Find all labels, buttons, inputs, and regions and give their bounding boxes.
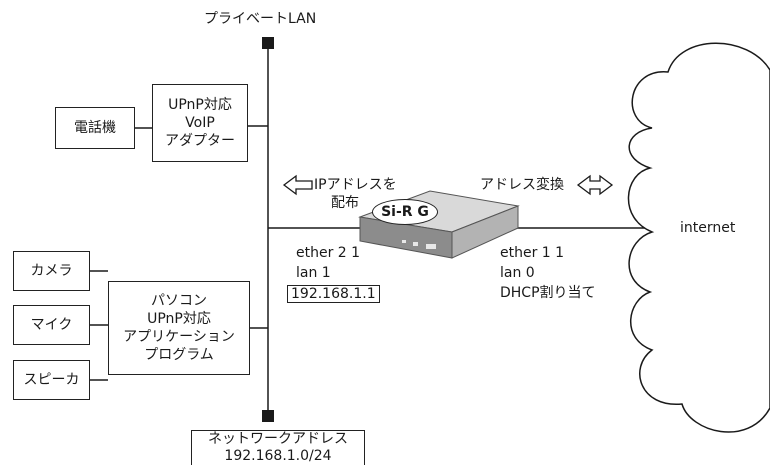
network-address-title: ネットワークアドレス [208, 431, 348, 447]
speaker-label: スピーカ [23, 372, 80, 388]
internet-label: internet [680, 220, 736, 236]
pc-app-line-4: プログラム [144, 347, 214, 363]
camera-label: カメラ [30, 263, 73, 279]
lan-bus-bottom-terminator [262, 410, 274, 422]
telephone-box: 電話機 [55, 107, 135, 149]
lan-title: プライベートLAN [204, 11, 317, 27]
mic-box: マイク [13, 305, 90, 345]
lan-ip-box: 192.168.1.1 [287, 285, 380, 303]
nat-arrow-icon [576, 174, 614, 196]
wan-interface-label: ether 1 1 [500, 245, 565, 261]
nat-label: アドレス変換 [480, 177, 564, 193]
voip-adapter-line-3: アダプター [165, 133, 235, 149]
lan-name-label: lan 1 [296, 265, 331, 281]
mic-label: マイク [30, 317, 73, 333]
router-name-badge: Si-R G [372, 199, 438, 225]
pc-app-box: パソコン UPnP対応 アプリケーション プログラム [108, 281, 250, 375]
pc-app-line-2: UPnP対応 [147, 311, 211, 327]
camera-box: カメラ [13, 251, 90, 291]
pc-app-line-1: パソコン [151, 293, 207, 309]
lan-ip-label: 192.168.1.1 [291, 286, 376, 302]
voip-adapter-line-1: UPnP対応 [168, 97, 232, 113]
internet-cloud-icon [627, 42, 770, 433]
dhcp-arrow-icon [282, 174, 313, 196]
pc-app-line-3: アプリケーション [123, 329, 235, 345]
network-address-value: 192.168.1.0/24 [224, 448, 332, 464]
router-name: Si-R G [381, 204, 429, 220]
dhcp-label-line-2: 配布 [331, 195, 359, 211]
telephone-label: 電話機 [74, 120, 116, 136]
dhcp-label-line-1: IPアドレスを [314, 177, 397, 193]
speaker-box: スピーカ [13, 360, 90, 400]
lan-bus-top-terminator [262, 37, 274, 49]
wan-dhcp-label: DHCP割り当て [500, 285, 596, 301]
wan-name-label: lan 0 [500, 265, 535, 281]
voip-adapter-box: UPnP対応 VoIP アダプター [152, 84, 248, 162]
network-address-box: ネットワークアドレス 192.168.1.0/24 [191, 430, 365, 465]
lan-interface-label: ether 2 1 [296, 245, 361, 261]
voip-adapter-line-2: VoIP [185, 115, 215, 131]
